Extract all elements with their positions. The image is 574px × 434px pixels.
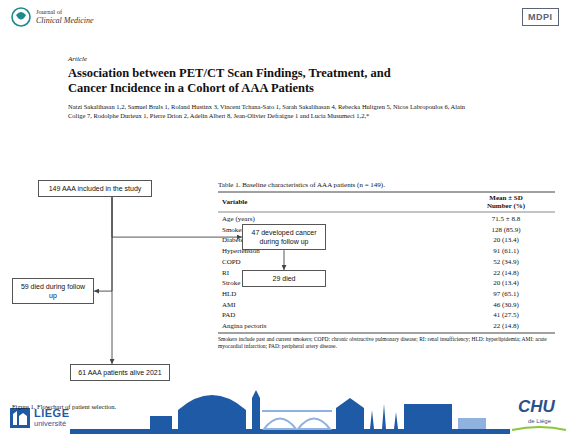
table-cell: AMI bbox=[222, 301, 236, 309]
label-text: Stroke bbox=[222, 279, 240, 287]
box-text: 47 developed cancer during follow up bbox=[247, 228, 321, 246]
label-text: 97 (65.1) bbox=[493, 290, 519, 298]
author-list: Natzi Sakalihasan 1,2, Samuel Bruls 1, R… bbox=[68, 102, 468, 120]
table-cell: Stroke bbox=[222, 279, 240, 287]
publisher-logo: MDPI bbox=[522, 8, 559, 26]
label-text: COPD bbox=[222, 258, 241, 266]
title-text: Association between PET/CT Scan Findings… bbox=[68, 66, 391, 95]
table-cell: 41 (27.5) bbox=[466, 311, 546, 319]
process-box: 59 died during follow up bbox=[12, 278, 94, 304]
flow-connector bbox=[94, 197, 112, 291]
table-cell: COPD bbox=[222, 258, 241, 266]
box-text: 149 AAA included in the study bbox=[43, 184, 147, 193]
label-text: Table 1. Baseline characteristics of AAA… bbox=[218, 181, 385, 189]
box-text: 61 AAA patients alive 2021 bbox=[75, 368, 165, 377]
label-text: Smokers include past and current smokers… bbox=[218, 336, 547, 349]
label-text: université bbox=[34, 419, 66, 428]
flow-connector bbox=[284, 250, 285, 270]
label-text: 20 (13.4) bbox=[493, 236, 519, 244]
table-cell: 71.5 ± 8.8 bbox=[466, 215, 546, 223]
label-text: 52 (34.9) bbox=[493, 258, 519, 266]
journal-name: Journal of bbox=[36, 8, 62, 15]
table-cell: 20 (13.4) bbox=[466, 279, 546, 287]
label-text: Number (%) bbox=[487, 202, 525, 210]
label-text: HLD bbox=[222, 290, 236, 298]
label-text: 22 (14.8) bbox=[493, 322, 519, 330]
label-text: Natzi Sakalihasan 1,2, Samuel Bruls 1, R… bbox=[68, 103, 465, 119]
hospital-name: de Liège bbox=[528, 418, 551, 425]
table-cell: Angina pectoris bbox=[222, 322, 267, 330]
table-cell: 91 (61.1) bbox=[466, 247, 546, 255]
label-text: Clinical Medicine bbox=[36, 16, 94, 25]
journal-icon bbox=[12, 8, 30, 26]
table-cell: 46 (30.9) bbox=[466, 301, 546, 309]
label-text: CHU bbox=[518, 397, 555, 416]
hospital-swoosh bbox=[512, 427, 566, 430]
process-box: 149 AAA included in the study bbox=[38, 180, 152, 197]
table-rules bbox=[218, 192, 555, 333]
box-text: 29 died bbox=[247, 274, 321, 283]
label-text: AMI bbox=[222, 301, 236, 309]
label-text: 22 (14.8) bbox=[493, 269, 519, 277]
label-text: de Liège bbox=[528, 418, 551, 424]
process-box: 29 died bbox=[242, 270, 326, 287]
table-cell: 52 (34.9) bbox=[466, 258, 546, 266]
label-text: Mean ± SD bbox=[489, 194, 522, 202]
university-name: LIÈGE bbox=[34, 407, 70, 420]
label-text: Age (years) bbox=[222, 215, 255, 223]
table-cell: 128 (85.9) bbox=[466, 226, 546, 234]
journal-name: Clinical Medicine bbox=[36, 16, 94, 25]
table-footnote: Smokers include past and current smokers… bbox=[218, 336, 555, 350]
label-text: 46 (30.9) bbox=[493, 301, 519, 309]
hospital-logo: CHU bbox=[518, 397, 555, 417]
table-header: Number (%) bbox=[466, 202, 546, 210]
process-box: 61 AAA patients alive 2021 bbox=[70, 364, 170, 381]
table-header: Mean ± SD bbox=[466, 194, 546, 202]
label-text: 128 (85.9) bbox=[491, 226, 520, 234]
label-text: Variable bbox=[222, 198, 247, 206]
table-cell: HLD bbox=[222, 290, 236, 298]
label-text: 91 (61.1) bbox=[493, 247, 519, 255]
city-skyline bbox=[70, 390, 510, 434]
label-text: Journal of bbox=[36, 8, 62, 15]
table-cell: 97 (65.1) bbox=[466, 290, 546, 298]
university-name: université bbox=[34, 420, 66, 429]
table-header: Variable bbox=[222, 198, 247, 206]
label-text: 20 (13.4) bbox=[493, 279, 519, 287]
paper-title: Association between PET/CT Scan Findings… bbox=[68, 66, 420, 96]
table-cell: PAD bbox=[222, 311, 235, 319]
label-text: LIÈGE bbox=[34, 407, 70, 419]
label-text: Article bbox=[68, 55, 87, 63]
label-text: 71.5 ± 8.8 bbox=[492, 215, 520, 223]
label-text: Angina pectoris bbox=[222, 322, 267, 330]
label-text: RI bbox=[222, 269, 229, 277]
label-text: 41 (27.5) bbox=[493, 311, 519, 319]
table-cell: 20 (13.4) bbox=[466, 236, 546, 244]
article-type: Article bbox=[68, 55, 87, 63]
label-text: MDPI bbox=[528, 12, 553, 22]
table-cell: 22 (14.8) bbox=[466, 322, 546, 330]
flow-connector bbox=[112, 197, 113, 364]
box-text: 59 died during follow up bbox=[17, 282, 89, 300]
table-cell: Age (years) bbox=[222, 215, 255, 223]
table-cell: 22 (14.8) bbox=[466, 269, 546, 277]
label-text: PAD bbox=[222, 311, 235, 319]
process-box: 47 developed cancer during follow up bbox=[242, 224, 326, 250]
table-cell: RI bbox=[222, 269, 229, 277]
table-caption: Table 1. Baseline characteristics of AAA… bbox=[218, 181, 558, 189]
university-icon bbox=[10, 408, 30, 428]
